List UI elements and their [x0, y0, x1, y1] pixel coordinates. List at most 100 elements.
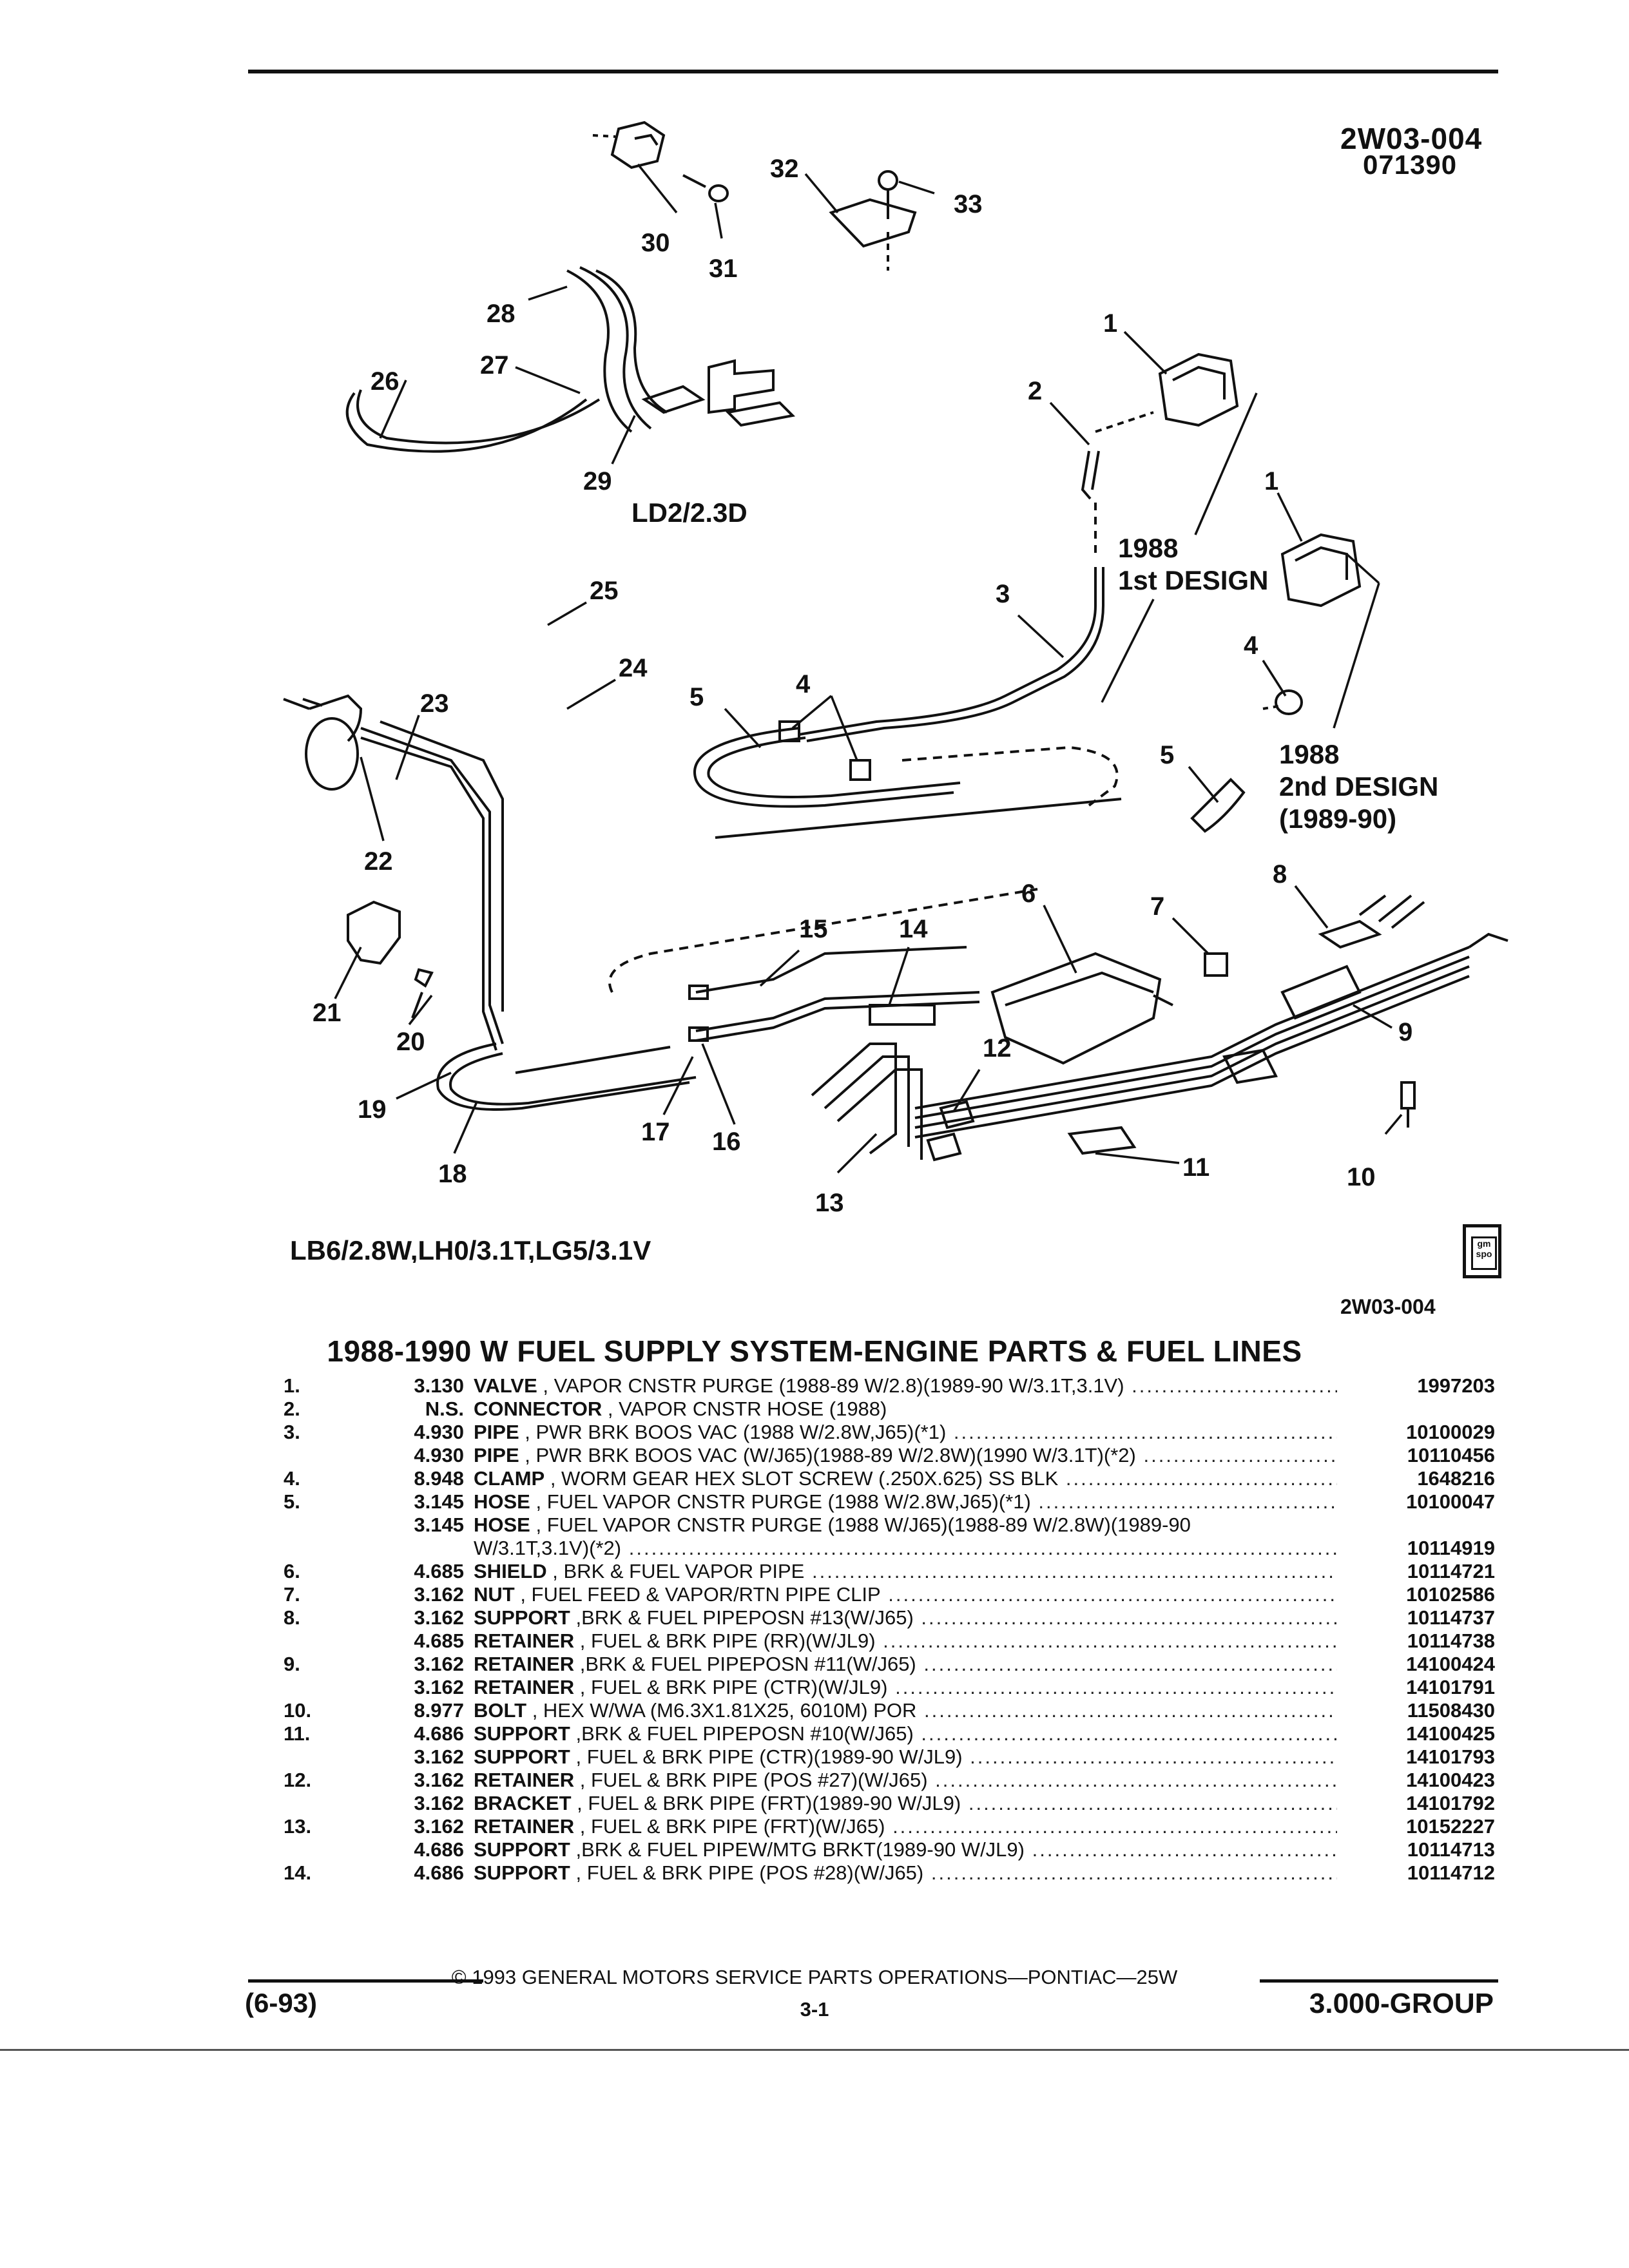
- leader-dots: ........................................…: [1065, 1467, 1337, 1490]
- callout-21: 21: [313, 999, 342, 1027]
- callout-9: 9: [1398, 1018, 1412, 1046]
- group-number: 3.162: [414, 1815, 464, 1838]
- item-index: 8.: [284, 1606, 300, 1629]
- part-number: 10102586: [1406, 1583, 1495, 1606]
- item-description: RETAINER ,BRK & FUEL PIPEPOSN #11(W/J65)…: [474, 1653, 1337, 1676]
- item-name: BOLT: [474, 1699, 527, 1722]
- item-detail: , FUEL VAPOR CNSTR PURGE (1988 W/J65)(19…: [530, 1514, 1191, 1536]
- item-detail: , FUEL & BRK PIPE (CTR)(1989-90 W/JL9): [570, 1745, 963, 1768]
- group-number: 4.686: [414, 1722, 464, 1745]
- item-index: 10.: [284, 1699, 312, 1722]
- item-detail: , FUEL & BRK PIPE (RR)(W/JL9): [574, 1629, 876, 1652]
- callout-5a: 5: [689, 683, 704, 711]
- group-number: 3.162: [414, 1653, 464, 1675]
- callout-13: 13: [815, 1189, 844, 1217]
- callout-16: 16: [712, 1128, 741, 1156]
- callout-33: 33: [954, 190, 983, 218]
- part-number: 10114737: [1407, 1606, 1495, 1629]
- design2-year: 1988: [1279, 739, 1339, 769]
- part-number: 10100047: [1406, 1490, 1495, 1513]
- group-number: 3.162: [414, 1745, 464, 1768]
- group-number: 3.130: [414, 1374, 464, 1397]
- footer-copyright: © 1993 GENERAL MOTORS SERVICE PARTS OPER…: [451, 1966, 1178, 1988]
- group-number: 4.685: [414, 1560, 464, 1582]
- item-detail: , FUEL & BRK PIPE (POS #28)(W/J65): [570, 1861, 924, 1884]
- leader-dots: ........................................…: [968, 1792, 1337, 1814]
- callout-8: 8: [1273, 860, 1287, 889]
- leader-dots: ........................................…: [892, 1815, 1337, 1838]
- callout-7: 7: [1150, 892, 1164, 921]
- callout-20: 20: [396, 1028, 425, 1056]
- item-index: 2.: [284, 1398, 300, 1420]
- item-description: SUPPORT , FUEL & BRK PIPE (POS #28)(W/J6…: [474, 1861, 1337, 1885]
- leader-dots: ........................................…: [953, 1421, 1337, 1443]
- callout-4b: 4: [1244, 631, 1258, 660]
- item-detail: , FUEL & BRK PIPE (FRT)(W/J65): [574, 1815, 885, 1838]
- figure-code-header: 2W03-004: [1340, 122, 1483, 155]
- parts-list-row: 9. 3.162 RETAINER ,BRK & FUEL PIPEPOSN #11…: [284, 1653, 1495, 1676]
- part-number: 10114919: [1407, 1537, 1495, 1559]
- item-index: 6.: [284, 1560, 300, 1582]
- item-name: SUPPORT: [474, 1745, 570, 1768]
- part-number: 10114721: [1407, 1560, 1495, 1582]
- item-index: 13.: [284, 1815, 312, 1838]
- item-description: BOLT , HEX W/WA (M6.3X1.81X25, 6010M) PO…: [474, 1699, 1337, 1722]
- callout-26: 26: [371, 367, 400, 396]
- callout-30: 30: [641, 229, 670, 257]
- callout-31: 31: [709, 255, 738, 283]
- callout-1b: 1: [1264, 467, 1278, 495]
- parts-list-row: W/3.1T,3.1V)(*2) .......................…: [284, 1537, 1495, 1560]
- part-number: 10152227: [1406, 1815, 1495, 1838]
- item-description: NUT , FUEL FEED & VAPOR/RTN PIPE CLIP ..…: [474, 1583, 1337, 1606]
- leader-dots: ........................................…: [921, 1606, 1337, 1629]
- item-name: CONNECTOR: [474, 1398, 602, 1420]
- callout-3: 3: [996, 580, 1010, 608]
- group-number: N.S.: [425, 1398, 464, 1420]
- parts-list-row: 3.162 SUPPORT , FUEL & BRK PIPE (CTR)(198…: [284, 1745, 1495, 1769]
- gm-spo-badge-text: gm spo: [1471, 1236, 1497, 1270]
- callout-28: 28: [487, 300, 516, 328]
- part-number: 14101793: [1406, 1745, 1495, 1768]
- callout-24: 24: [619, 654, 648, 682]
- item-name: SUPPORT: [474, 1722, 570, 1745]
- callout-14: 14: [899, 915, 928, 943]
- callout-12: 12: [983, 1034, 1012, 1062]
- leader-dots: ........................................…: [811, 1560, 1337, 1582]
- callout-15: 15: [799, 915, 828, 943]
- item-description: SUPPORT ,BRK & FUEL PIPEPOSN #10(W/J65) …: [474, 1722, 1337, 1745]
- exploded-parts-diagram: 1 1 2 3 4 4 5 5 6 7 8 9 10 11 12 13 14 1…: [283, 120, 1509, 1263]
- item-name: RETAINER: [474, 1629, 575, 1652]
- item-name: RETAINER: [474, 1769, 575, 1791]
- item-description: HOSE , FUEL VAPOR CNSTR PURGE (1988 W/J6…: [474, 1514, 1337, 1537]
- item-detail: , WORM GEAR HEX SLOT SCREW (.250X.625) S…: [545, 1467, 1059, 1490]
- item-name: PIPE: [474, 1444, 519, 1466]
- leader-dots: ........................................…: [1132, 1374, 1337, 1397]
- item-detail: ,BRK & FUEL PIPEW/MTG BRKT(1989-90 W/JL9…: [570, 1838, 1025, 1861]
- item-name: CLAMP: [474, 1467, 545, 1490]
- part-number: 14100423: [1406, 1769, 1495, 1791]
- item-name: NUT: [474, 1583, 515, 1606]
- group-number: 4.686: [414, 1861, 464, 1884]
- item-index: 9.: [284, 1653, 300, 1675]
- group-number: 4.686: [414, 1838, 464, 1861]
- leader-dots: ........................................…: [1032, 1838, 1337, 1861]
- footer-date: (6-93): [245, 1988, 318, 2018]
- callout-27: 27: [480, 351, 509, 380]
- callout-19: 19: [358, 1095, 387, 1124]
- item-name: HOSE: [474, 1490, 530, 1513]
- item-index: 7.: [284, 1583, 300, 1606]
- item-detail: , PWR BRK BOOS VAC (1988 W/2.8W,J65)(*1): [519, 1421, 947, 1443]
